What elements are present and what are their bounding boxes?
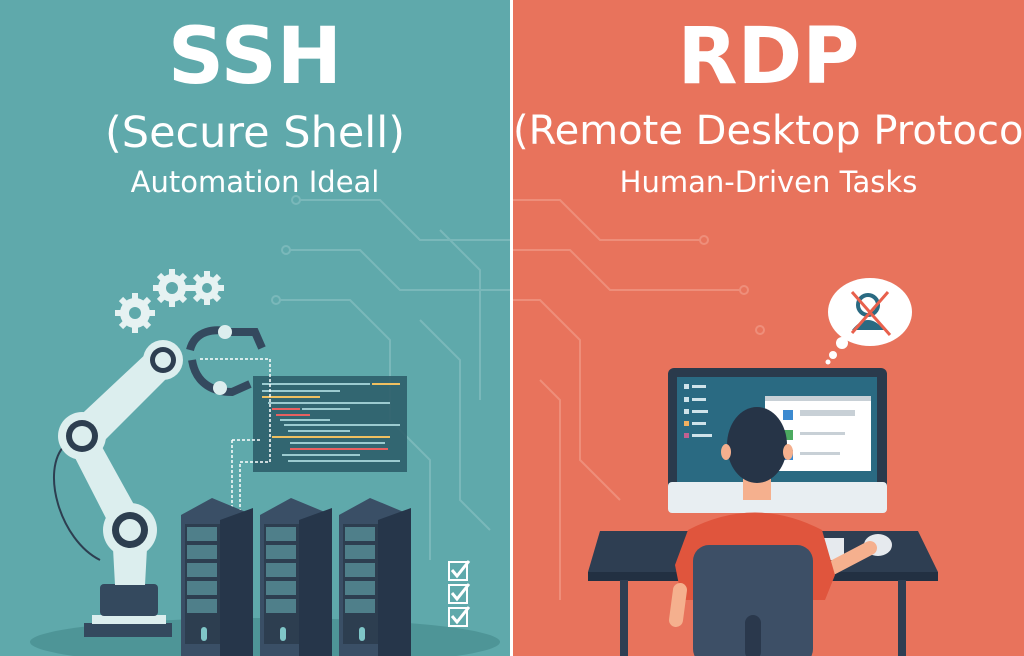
ssh-tagline: Automation Ideal <box>130 165 380 199</box>
robot-arm-icon <box>52 325 266 637</box>
rdp-title: RDP <box>677 12 860 102</box>
server-rack-icon <box>181 498 411 656</box>
person-icon <box>669 407 877 656</box>
rdp-tagline: Human-Driven Tasks <box>619 165 918 199</box>
gear-icon <box>115 269 224 333</box>
thought-bubble-icon <box>825 278 912 365</box>
rdp-subtitle: (Remote Desktop Protocol) <box>513 108 1024 154</box>
user-crossed-icon <box>850 291 892 336</box>
code-terminal-icon <box>200 358 407 520</box>
checkbox-checked-icon <box>448 560 471 627</box>
ssh-subtitle: (Secure Shell) <box>105 108 405 158</box>
ssh-title: SSH <box>167 12 343 102</box>
divider <box>510 0 513 656</box>
circuit-pattern-right <box>513 199 765 600</box>
